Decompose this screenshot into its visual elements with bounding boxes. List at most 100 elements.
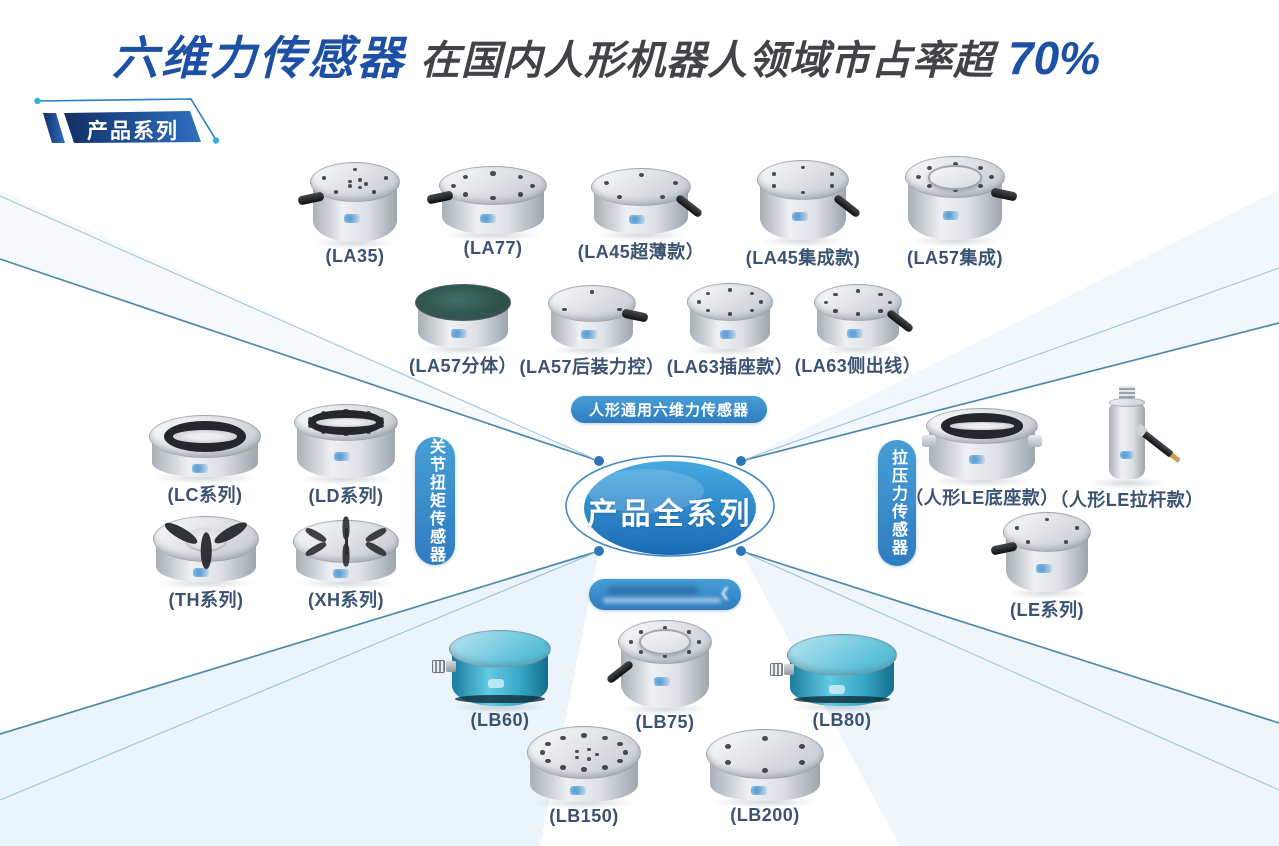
bolt-hole: [952, 161, 958, 166]
badge-shape: [34, 97, 220, 144]
drop-shadow: [621, 703, 709, 715]
product-le-base: （人形LE底座款）: [905, 408, 1058, 508]
bolt-hole: [887, 300, 893, 305]
bolt-hole: [724, 759, 731, 765]
chevron-glyph: ❮: [719, 584, 731, 600]
brand-logo: [943, 210, 959, 220]
product-lb80: (LB80): [770, 634, 897, 730]
bolt-hole: [749, 308, 755, 313]
page-title: 六维力传感器 在国内人形机器人领域市占率超 70%: [112, 22, 1100, 88]
lobe-cutout: [304, 526, 328, 544]
brand-logo: [333, 568, 350, 578]
bolt-hole: [952, 188, 958, 193]
title-claim: 在国内人形机器人领域市占率超: [420, 39, 994, 83]
product-lb60: (LB60): [432, 630, 551, 730]
bolt-hole: [638, 649, 644, 654]
product-le: (LE系列): [990, 512, 1091, 620]
pill-joint-torque: 关节扭矩传感器: [415, 437, 455, 565]
brand-logo: [570, 786, 587, 796]
bolt-hole: [518, 174, 524, 180]
bolt-hole: [321, 176, 327, 180]
center-hole: [347, 184, 352, 188]
sensor-photo: [757, 160, 862, 247]
bolt-hole: [589, 290, 595, 294]
mounting-ring: [308, 409, 384, 436]
base-band: [793, 695, 891, 703]
product-la35: (LA35): [297, 162, 400, 266]
product-label: (LB75): [635, 712, 695, 732]
sensor-photo: [706, 729, 824, 808]
product-label: (LA45集成款): [745, 248, 861, 268]
brand-logo: [653, 677, 670, 687]
product-label: (LB60): [470, 710, 530, 730]
product-xh: (XH系列): [293, 516, 399, 610]
drop-shadow: [760, 235, 846, 247]
brand-logo: [193, 568, 210, 578]
bolt-hole: [978, 165, 984, 170]
bolt-hole: [762, 735, 768, 741]
sensor-top-face: [1003, 512, 1091, 552]
sensor-top-face: [527, 726, 641, 780]
sensor-top-face: [548, 285, 636, 323]
bolt-hole: [686, 649, 692, 654]
threaded-stud: [1119, 386, 1135, 401]
sensor-photo: [687, 283, 773, 356]
sensor-photo: [527, 726, 641, 809]
sensor-top-face: [153, 516, 259, 571]
bolt-hole: [628, 640, 634, 644]
pill-humanoid-general: 人形通用六维力传感器: [571, 396, 767, 423]
bolt-hole: [978, 184, 984, 189]
sensor-top-face: [415, 284, 511, 322]
badge-label: 产品系列: [87, 120, 179, 143]
sensor-top-face: [591, 168, 691, 207]
bolt-hole: [823, 300, 829, 305]
pill-humanoid-general-label: 人形通用六维力传感器: [588, 402, 749, 419]
brand-logo: [847, 329, 864, 339]
plug-knurl: [432, 660, 445, 674]
product-la57-split: (LA57分体）: [409, 284, 517, 376]
sensor-top-face: [310, 162, 400, 202]
product-label: (XH系列): [308, 590, 384, 610]
bolt-hole: [878, 308, 883, 313]
bolt-hole: [1044, 517, 1050, 522]
mounting-ring: [941, 413, 1023, 439]
bolt-hole: [539, 750, 546, 755]
center-hole: [357, 178, 362, 182]
sensor-photo: [591, 168, 704, 241]
bolt-hole: [829, 171, 835, 176]
brand-logo: [750, 785, 767, 795]
center-hole: [347, 179, 352, 184]
product-la57-int: (LA57集成): [905, 156, 1018, 268]
product-label: (LB200): [730, 805, 800, 825]
bolt-hole: [705, 308, 711, 313]
bolt-hole: [581, 767, 587, 772]
bolt-hole: [799, 759, 806, 765]
brand-logo: [451, 329, 468, 339]
bolt-hole: [686, 630, 692, 635]
product-label: (LE系列): [1010, 600, 1084, 620]
center-hole: [574, 755, 579, 760]
sensor-photo: [814, 284, 915, 355]
brand-logo: [333, 452, 350, 462]
bolt-hole: [800, 190, 806, 195]
bolt-hole: [462, 192, 468, 197]
plug-knurl: [770, 662, 783, 676]
bolt-hole: [622, 750, 629, 755]
sensor-top-face: [149, 415, 261, 459]
bolt-hole: [371, 190, 377, 194]
product-label: (TH系列): [168, 590, 244, 610]
bolt-hole: [1063, 540, 1068, 544]
center-slit: [344, 528, 348, 555]
bolt-hole: [529, 183, 535, 188]
center-hole: [574, 749, 579, 754]
brand-logo: [828, 684, 845, 694]
bolt-hole: [916, 175, 922, 179]
bolt-hole: [581, 733, 587, 738]
product-label: (LB80): [812, 710, 872, 730]
bolt-hole: [727, 312, 733, 316]
sensor-top-face: [294, 404, 398, 441]
product-label: (LA57分体）: [408, 356, 518, 376]
drop-shadow: [313, 237, 397, 249]
bolt-hole: [1014, 526, 1019, 530]
sensor-photo: [426, 166, 547, 241]
